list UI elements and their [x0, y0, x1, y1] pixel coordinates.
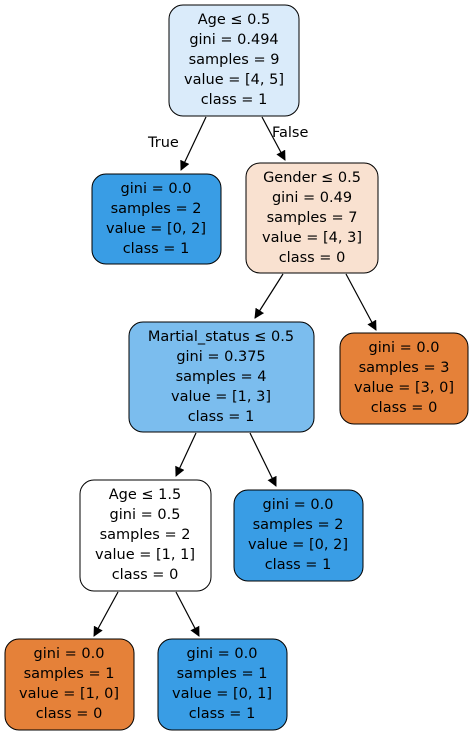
- node-root: Age ≤ 0.5 gini = 0.494 samples = 9 value…: [168, 4, 300, 117]
- node-root-split: Age ≤ 0.5: [198, 12, 270, 28]
- node-gender-samples: samples = 7: [267, 210, 358, 226]
- node-leaf-a-box: [91, 173, 222, 265]
- node-leaf-a-gini: gini = 0.0: [121, 181, 192, 197]
- node-leaf-b-gini: gini = 0.0: [369, 340, 440, 356]
- node-martial-status-split: Martial_status ≤ 0.5: [148, 329, 294, 345]
- node-leaf-b-value: value = [3, 0]: [354, 380, 454, 396]
- node-leaf-a: gini = 0.0 samples = 2 value = [0, 2] cl…: [91, 173, 222, 265]
- edges: [93, 116, 377, 637]
- node-leaf-b-samples: samples = 3: [359, 360, 450, 376]
- node-leaf-a-samples: samples = 2: [111, 201, 202, 217]
- node-martial-status: Martial_status ≤ 0.5 gini = 0.375 sample…: [128, 321, 315, 433]
- node-leaf-b-box: [339, 332, 469, 425]
- node-gender-value: value = [4, 3]: [262, 230, 362, 246]
- node-root-samples: samples = 9: [189, 52, 280, 68]
- node-leaf-e: gini = 0.0 samples = 1 value = [0, 1] cl…: [157, 638, 288, 731]
- node-leaf-c-samples: samples = 2: [253, 517, 344, 533]
- node-age-second-split: Age ≤ 1.5: [109, 487, 181, 503]
- false-edge-label: False: [272, 125, 308, 141]
- node-martial-status-samples: samples = 4: [176, 369, 267, 385]
- node-leaf-c-class: class = 1: [265, 557, 332, 573]
- node-leaf-e-class: class = 1: [189, 706, 256, 722]
- node-age-second-class: class = 0: [112, 567, 179, 583]
- node-leaf-c-value: value = [0, 2]: [248, 537, 348, 553]
- edge-root-to-leaf-a: [180, 116, 207, 171]
- edge-age2-to-leaf-d: [93, 591, 119, 637]
- node-leaf-d-samples: samples = 1: [24, 666, 115, 682]
- node-leaf-a-value: value = [0, 2]: [106, 221, 206, 237]
- node-age-second: Age ≤ 1.5 gini = 0.5 samples = 2 value =…: [79, 479, 212, 592]
- node-gender-gini: gini = 0.49: [272, 190, 352, 206]
- node-martial-status-box: [128, 321, 315, 433]
- node-leaf-d-value: value = [1, 0]: [19, 686, 119, 702]
- node-martial-status-gini: gini = 0.375: [176, 349, 265, 365]
- node-leaf-d-box: [4, 638, 135, 731]
- node-age-second-value: value = [1, 1]: [95, 547, 195, 563]
- node-leaf-c: gini = 0.0 samples = 2 value = [0, 2] cl…: [233, 489, 364, 582]
- node-gender-class: class = 0: [279, 250, 346, 266]
- edge-gender-to-leaf-b: [345, 273, 377, 331]
- edge-martial-to-leaf-c: [249, 432, 277, 487]
- node-root-class: class = 1: [201, 92, 268, 108]
- node-leaf-b: gini = 0.0 samples = 3 value = [3, 0] cl…: [339, 332, 469, 425]
- node-root-box: [168, 4, 300, 117]
- edge-root-to-gender: [261, 116, 286, 161]
- node-leaf-d-class: class = 0: [36, 706, 103, 722]
- edge-age2-to-leaf-e: [175, 591, 200, 637]
- node-leaf-e-gini: gini = 0.0: [187, 646, 258, 662]
- node-gender: Gender ≤ 0.5 gini = 0.49 samples = 7 val…: [245, 162, 379, 274]
- node-age-second-box: [79, 479, 212, 592]
- node-leaf-a-class: class = 1: [123, 241, 190, 257]
- node-leaf-d-gini: gini = 0.0: [34, 646, 105, 662]
- node-age-second-samples: samples = 2: [100, 527, 191, 543]
- node-leaf-c-gini: gini = 0.0: [263, 497, 334, 513]
- edge-martial-to-age2: [175, 432, 197, 477]
- edge-gender-to-martial: [254, 273, 284, 319]
- node-leaf-d: gini = 0.0 samples = 1 value = [1, 0] cl…: [4, 638, 135, 731]
- node-gender-split: Gender ≤ 0.5: [263, 170, 361, 186]
- node-martial-status-value: value = [1, 3]: [171, 389, 271, 405]
- node-leaf-b-class: class = 0: [371, 400, 438, 416]
- node-leaf-e-samples: samples = 1: [177, 666, 268, 682]
- node-root-value: value = [4, 5]: [184, 72, 284, 88]
- node-leaf-e-box: [157, 638, 288, 731]
- true-edge-label: True: [147, 135, 179, 151]
- node-root-gini: gini = 0.494: [189, 32, 278, 48]
- node-age-second-gini: gini = 0.5: [110, 507, 181, 523]
- node-gender-box: [245, 162, 379, 274]
- node-leaf-e-value: value = [0, 1]: [172, 686, 272, 702]
- node-martial-status-class: class = 1: [188, 409, 255, 425]
- node-leaf-c-box: [233, 489, 364, 582]
